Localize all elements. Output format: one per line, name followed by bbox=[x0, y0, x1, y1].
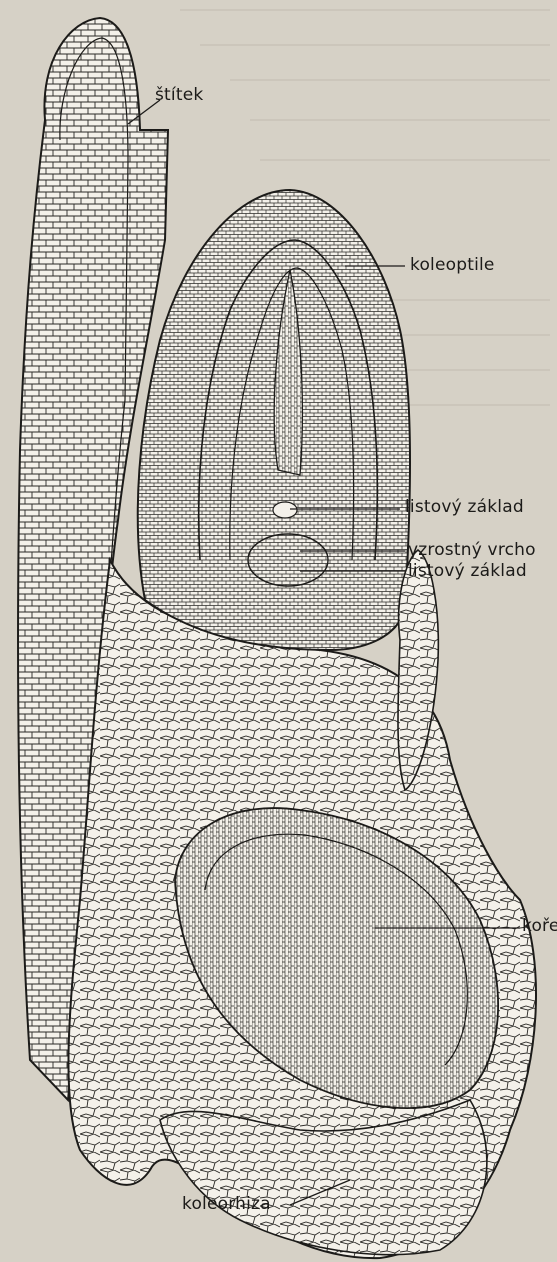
label-listovy-zaklad-2: listový základ bbox=[408, 561, 527, 581]
leaf-primordium-node bbox=[273, 502, 297, 518]
label-koren: kořen bbox=[522, 916, 557, 936]
label-koleoptile: koleoptile bbox=[410, 255, 495, 275]
label-listovy-zaklad-1: listový základ bbox=[405, 497, 524, 517]
label-koleorhiza: koleorhiza bbox=[182, 1194, 271, 1214]
growing-apex bbox=[248, 534, 328, 586]
label-stitek: štítek bbox=[155, 85, 203, 105]
label-vzrostny-vrchol: vzrostný vrcho bbox=[408, 540, 536, 560]
